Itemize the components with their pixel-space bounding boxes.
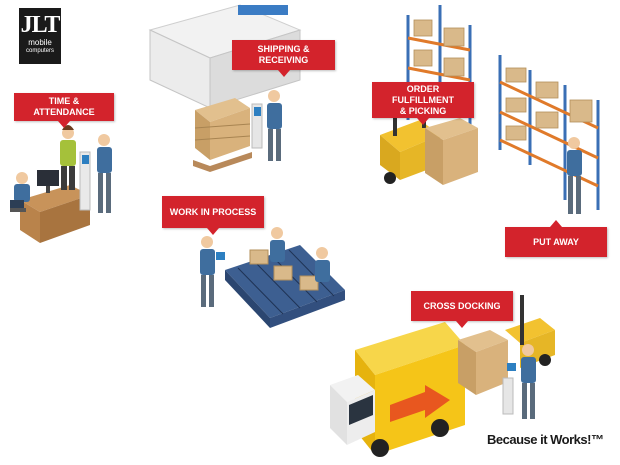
label-time-attendance-text: TIME & ATTENDANCE	[33, 96, 95, 117]
shipping-receiving-scene	[148, 4, 302, 172]
label-order-fulfillment-line1: ORDER FULFILLMENT	[392, 83, 454, 105]
label-order-fulfillment: ORDER FULFILLMENT & PICKING	[372, 82, 474, 125]
time-attendance-scene	[10, 125, 112, 243]
logo-line2: computers	[25, 48, 54, 54]
label-cross-docking: CROSS DOCKING	[411, 291, 513, 328]
label-shipping-receiving-text: SHIPPING & RECEIVING	[257, 44, 310, 65]
logo-brand: JLT	[20, 12, 61, 38]
picking-forklift	[380, 100, 582, 214]
label-put-away-text: PUT AWAY	[533, 236, 579, 247]
label-shipping-receiving: SHIPPING & RECEIVING	[232, 40, 335, 77]
tagline: Because it Works!™	[487, 432, 604, 447]
label-put-away: PUT AWAY	[505, 220, 607, 257]
label-cross-docking-text: CROSS DOCKING	[423, 300, 501, 311]
jlt-logo: JLT mobile computers	[19, 8, 61, 64]
logo-line1: mobile	[28, 38, 52, 47]
label-order-fulfillment-line2: & PICKING	[399, 105, 447, 116]
work-in-process-scene	[200, 227, 345, 328]
label-work-in-process: WORK IN PROCESS	[162, 196, 264, 235]
label-time-attendance: TIME & ATTENDANCE	[14, 93, 114, 128]
cross-docking-scene	[330, 295, 555, 457]
label-work-in-process-text: WORK IN PROCESS	[169, 206, 257, 217]
